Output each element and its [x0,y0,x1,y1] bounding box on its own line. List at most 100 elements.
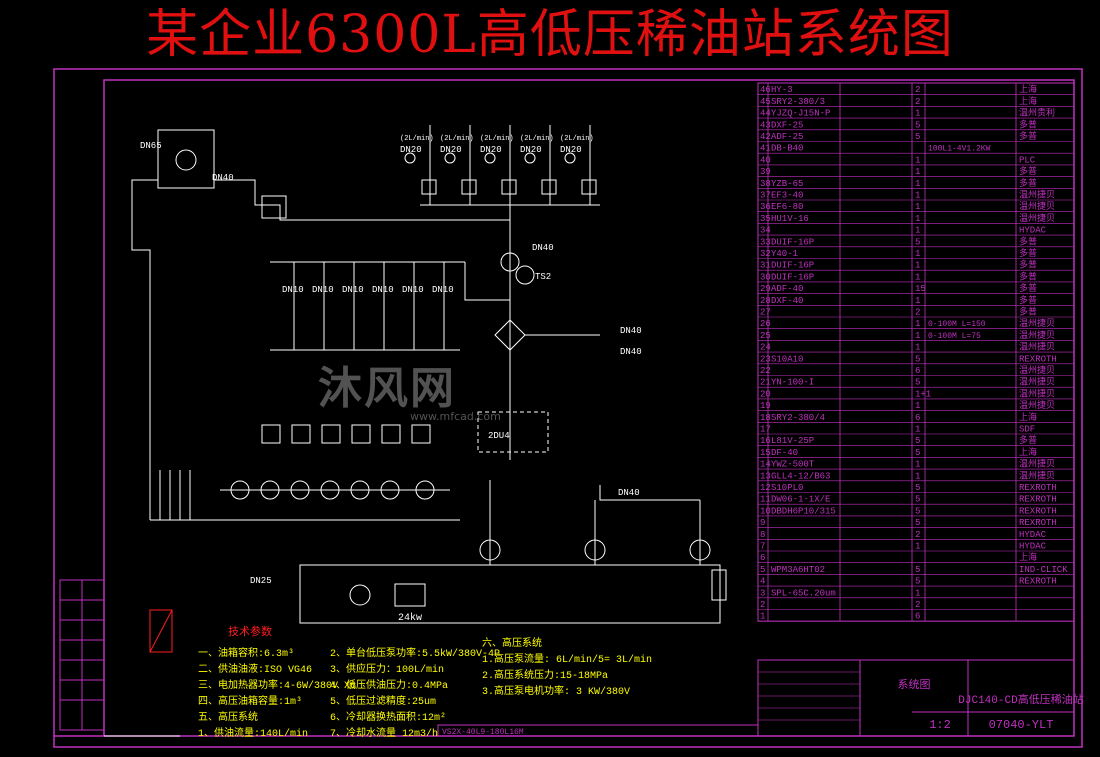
part-note: 上海 [1019,95,1037,107]
part-no: 22 [760,366,771,376]
part-note: 温州捷贝 [1019,212,1055,224]
high-pressure-tank [157,129,215,189]
part-no: 1 [760,612,765,622]
part-code: DBDH6P10/315 [771,506,836,516]
spec-line: 1.高压泵流量: 6L/min/5= 3L/min [482,652,652,666]
part-note: HYDAC [1019,226,1047,236]
part-no: 3 [760,588,765,598]
dn-label: DN10 [402,285,424,295]
part-no: 34 [760,226,771,236]
tank-label: 24kw [398,612,422,624]
low-pressure-branches [150,261,510,521]
spec-line: 三、电加热器功率:4-6W/380V X6 [198,678,356,692]
part-qty: 5 [915,577,920,587]
part-note: 温州捷贝 [1019,200,1055,212]
part-qty: 2 [915,600,920,610]
spec-line: 1、供油流量:140L/min [198,726,308,740]
part-no: 9 [760,518,765,528]
part-note: SDF [1019,425,1035,435]
part-qty: 1 [915,319,920,329]
part-code: SRY2-380/3 [771,97,825,107]
part-qty: 1 [915,588,920,598]
part-code: DXF-25 [771,120,803,130]
part-no: 14 [760,460,771,470]
dn-label: DN10 [432,285,454,295]
title-block-scale: 1:2 [929,718,951,732]
part-no: 45 [760,97,771,107]
part-code: DUIF-16P [771,272,814,282]
part-qty: 1 [915,460,920,470]
pump-row [220,480,450,500]
part-note: 多普 [1019,165,1037,177]
spec-line: 四、高压油箱容量:1m³ [198,694,302,708]
part-note: 多普 [1019,235,1037,247]
part-note: REXROTH [1019,506,1057,516]
flow-label: (2L/min) [560,135,594,143]
part-code: HY-3 [771,85,793,95]
part-no: 25 [760,331,771,341]
part-code: DF-40 [771,448,798,458]
part-note: 多普 [1019,130,1037,142]
spec-line: 2.高压系统压力:15-18MPa [482,668,608,682]
dn-label: DN20 [560,145,582,155]
part-note: 上海 [1019,551,1037,563]
part-no: 23 [760,354,771,364]
part-note: 温州捷贝 [1019,399,1055,411]
part-no: 37 [760,191,771,201]
spec-line: 五、高压系统 [198,710,258,724]
part-no: 32 [760,249,771,259]
part-code: DXF-40 [771,296,803,306]
dn-label: DN20 [480,145,502,155]
part-note: 温州捷贝 [1019,387,1055,399]
part-qty: 5 [915,354,920,364]
part-qty: 1 [915,202,920,212]
part-code: EF6-80 [771,202,803,212]
part-spec: 0-100M L=75 [928,332,981,341]
part-qty: 5 [915,120,920,130]
part-no: 36 [760,202,771,212]
part-no: 17 [760,425,771,435]
part-note: REXROTH [1019,354,1057,364]
dn-label: DN10 [312,285,334,295]
part-code: S10PL0 [771,483,803,493]
spec-line: 二、供油油液:ISO VG46 [198,662,312,676]
part-no: 35 [760,214,771,224]
part-qty: 1 [915,109,920,119]
dn-label: DN20 [520,145,542,155]
part-no: 13 [760,471,771,481]
part-code: SRY2-380/4 [771,413,825,423]
part-note: REXROTH [1019,483,1057,493]
part-note: 温州贵利 [1019,107,1055,119]
part-no: 43 [760,120,771,130]
part-qty: 1 [915,343,920,353]
dn-label: DN10 [282,285,304,295]
part-note: 多普 [1019,294,1037,306]
part-qty: 1 [915,249,920,259]
part-no: 11 [760,495,771,505]
part-note: 上海 [1019,446,1037,458]
part-code: YJZQ-J15N-P [771,109,830,119]
part-no: 42 [760,132,771,142]
part-no: 16 [760,436,771,446]
title-block-drawing-name: DJC140-CD高低压稀油站 [958,692,1083,707]
part-qty: 5 [915,436,920,446]
part-qty: 1 [915,191,920,201]
flow-label: (2L/min) [440,135,474,143]
part-qty: 6 [915,612,920,622]
spec-line: 3、供应压力：100L/min [330,662,444,676]
part-qty: 5 [915,565,920,575]
part-note: 上海 [1019,83,1037,95]
spec-line: 3.高压泵电机功率: 3 KW/380V [482,684,630,698]
part-code: WPM3A6HT02 [771,565,825,575]
part-note: 温州捷贝 [1019,189,1055,201]
part-note: 多普 [1019,282,1037,294]
part-code: YN-100-I [771,378,814,388]
part-note: 多普 [1019,306,1037,318]
part-no: 31 [760,261,771,271]
part-qty: 1 [915,226,920,236]
part-qty: 1 [915,471,920,481]
part-note: REXROTH [1019,495,1057,505]
